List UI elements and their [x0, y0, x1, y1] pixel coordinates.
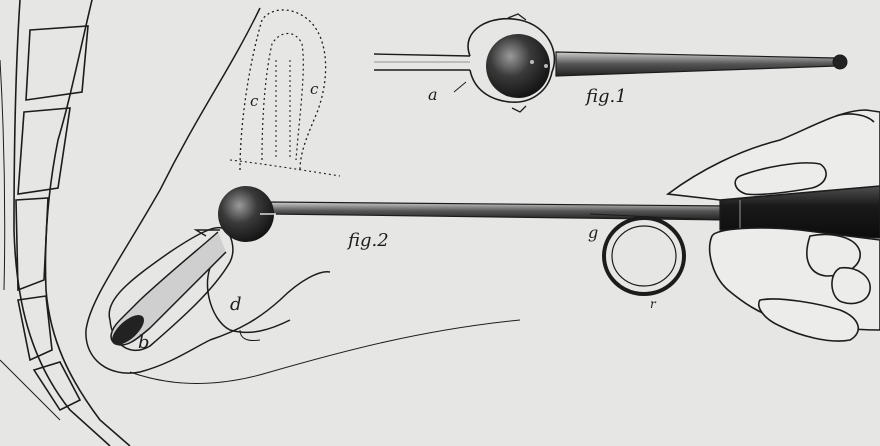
figure-1-ball	[486, 34, 550, 98]
spine-vertebrae	[0, 0, 131, 446]
figure-1-instrument	[373, 13, 848, 113]
anatomy-outline	[85, 7, 521, 384]
label-c-right: c	[310, 80, 319, 98]
label-c-left: c	[250, 92, 259, 110]
label-fig1: fig.1	[584, 86, 627, 107]
hand-drawing	[665, 109, 880, 342]
label-b: b	[138, 332, 150, 353]
label-r: r	[650, 297, 657, 311]
figure-2-instrument	[110, 183, 880, 346]
instrument-ball	[218, 186, 274, 242]
instrument-ring	[602, 216, 686, 296]
label-d: d	[230, 294, 242, 315]
label-a: a	[428, 85, 438, 104]
label-fig2: fig.2	[346, 230, 389, 251]
label-g: g	[588, 223, 598, 242]
instrument-tip-b	[111, 315, 145, 345]
